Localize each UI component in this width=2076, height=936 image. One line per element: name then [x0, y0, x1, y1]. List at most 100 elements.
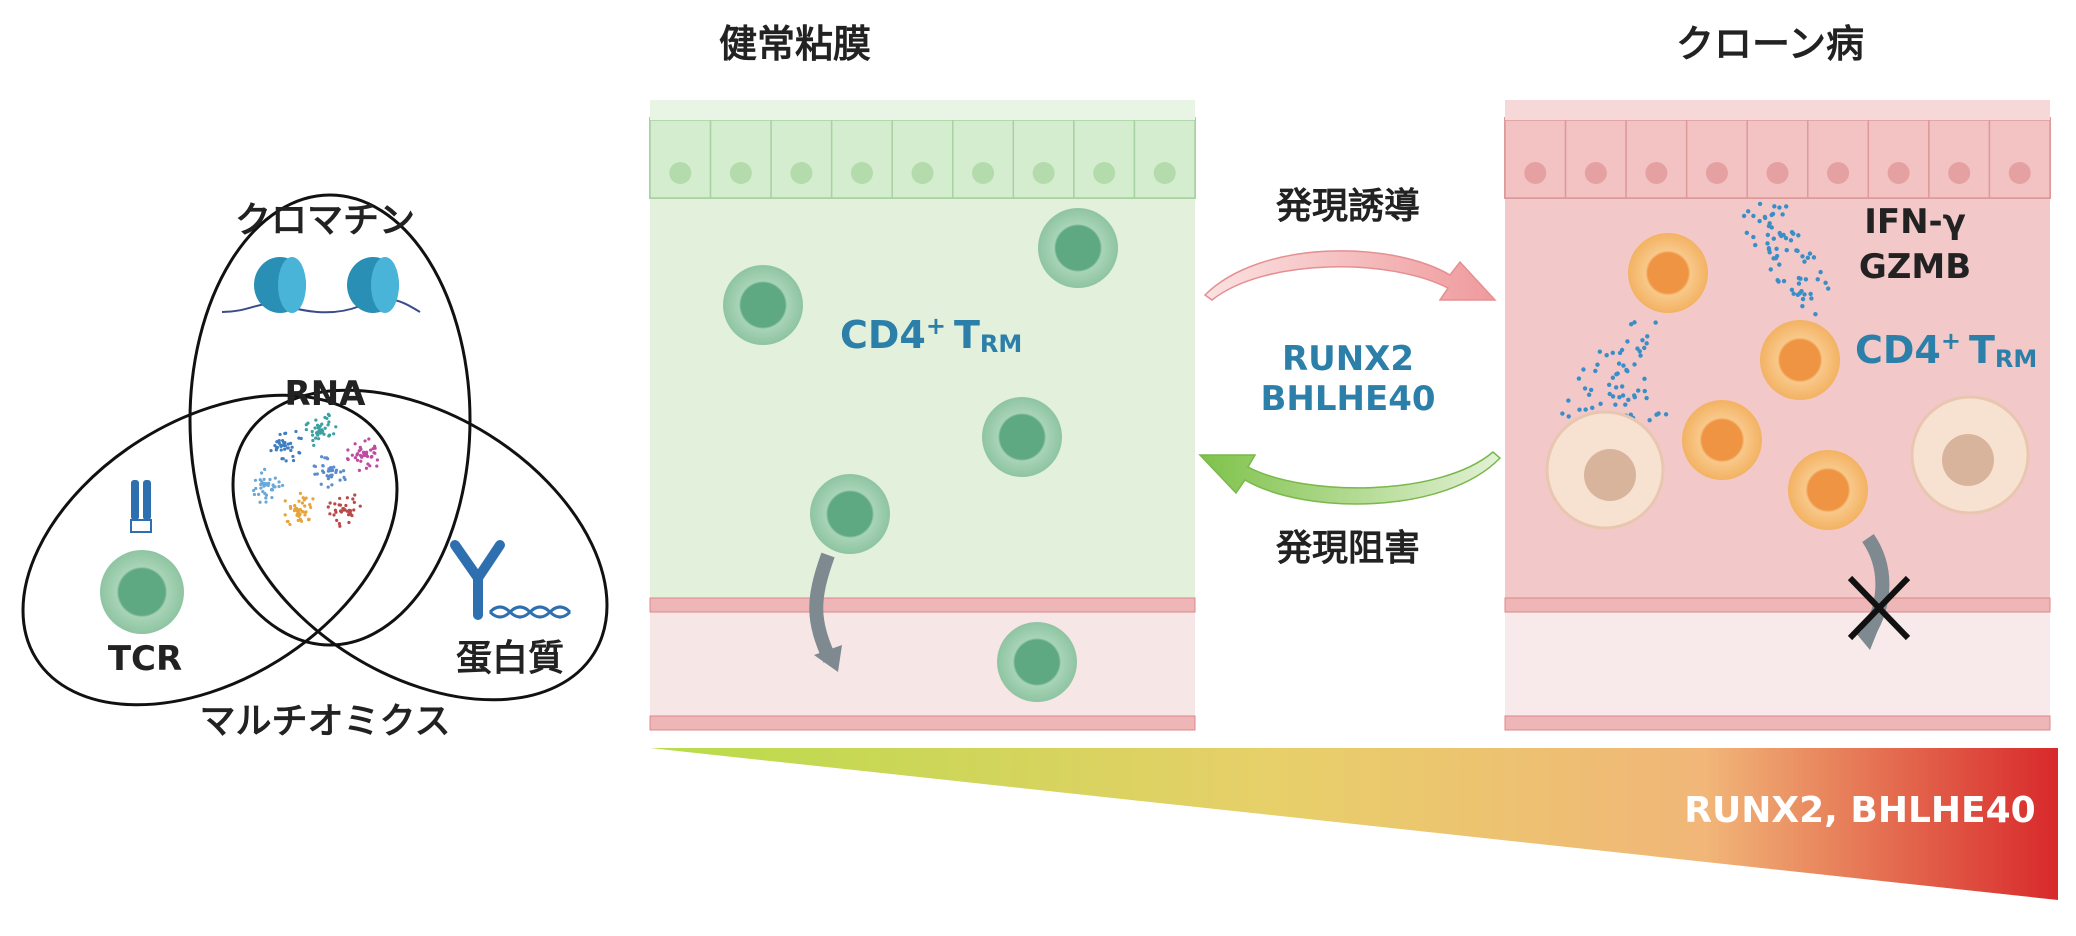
scatter-point — [254, 486, 258, 491]
cytokine-dot — [1663, 412, 1669, 417]
scatter-point — [326, 485, 330, 489]
scatter-point — [312, 464, 316, 468]
cytokine-dot — [1631, 393, 1637, 398]
cytokine-dot — [1766, 246, 1772, 251]
scatter-point — [289, 441, 293, 445]
crohn-trm-label: CD4+TRM — [1855, 327, 2037, 373]
scatter-point — [298, 517, 303, 521]
scatter-point — [266, 483, 270, 487]
scatter-point — [295, 513, 299, 517]
cytokine-dot — [1653, 320, 1658, 325]
cytokine-dot — [1783, 204, 1789, 209]
scatter-point — [314, 436, 318, 440]
cytokine-dot — [1791, 231, 1796, 236]
scatter-point — [322, 470, 326, 475]
scatter-point — [304, 510, 308, 514]
scatter-point — [334, 470, 338, 475]
scatter-point — [286, 519, 290, 524]
scatter-point — [363, 439, 367, 443]
scatter-point — [369, 448, 373, 452]
cytokine-dot — [1818, 269, 1823, 275]
scatter-point — [357, 449, 361, 453]
cytokine-dot — [1621, 363, 1626, 368]
scatter-point — [283, 513, 287, 517]
epithelial-cell — [1988, 119, 2051, 199]
cytokine-dot — [1610, 375, 1616, 380]
scatter-point — [316, 437, 321, 441]
cytokine-dot — [1796, 233, 1801, 238]
cytokine-dot — [1640, 337, 1645, 343]
scatter-point — [298, 491, 303, 495]
scatter-point — [304, 423, 308, 427]
cytokine-dot — [1753, 242, 1758, 248]
gene-bhlhe40-label: BHLHE40 — [1260, 379, 1435, 419]
blocked-arrowhead-icon — [1855, 630, 1878, 650]
cytokine-ifng-label: IFN-γ — [1864, 202, 1966, 242]
scatter-point — [259, 482, 263, 487]
epithelial-cell — [952, 119, 1015, 199]
scatter-point — [284, 459, 288, 463]
epithelial-nucleus — [1766, 162, 1789, 184]
scatter-point — [358, 504, 362, 508]
scatter-point — [347, 520, 351, 525]
scatter-point — [253, 478, 258, 482]
cytokine-dot — [1642, 345, 1647, 351]
scatter-point — [259, 486, 263, 490]
healthy-vessel — [650, 598, 1195, 730]
epithelial-cell — [1012, 119, 1075, 199]
scatter-point — [337, 521, 341, 526]
epithelial-nucleus — [1645, 162, 1668, 184]
cytokine-dot — [1647, 417, 1652, 423]
cytokine-dot — [1781, 232, 1786, 238]
epithelial-nucleus — [1948, 162, 1971, 184]
scatter-point — [270, 488, 275, 492]
cytokine-dot — [1794, 248, 1799, 253]
scatter-point — [365, 454, 370, 459]
nucleosome-icon — [221, 257, 421, 314]
protein-label: 蛋白質 — [456, 638, 564, 679]
scatter-point — [362, 450, 366, 454]
scatter-point — [328, 501, 332, 505]
scatter-point — [353, 493, 357, 497]
macrophage-icon — [1910, 395, 2030, 515]
cytokine-dot — [1800, 303, 1805, 309]
trm-cell-healthy — [997, 622, 1077, 702]
scatter-point — [268, 477, 272, 482]
epithelial-nucleus — [850, 162, 873, 184]
scatter-point — [339, 470, 343, 474]
cytokine-dot — [1776, 279, 1781, 284]
scatter-point — [283, 441, 287, 445]
trm-cell-healthy — [982, 397, 1062, 477]
scatter-point — [334, 425, 338, 429]
scatter-point — [345, 457, 350, 461]
scatter-point — [350, 453, 354, 457]
scatter-point — [320, 455, 324, 459]
cytokine-dot — [1597, 349, 1603, 354]
scatter-point — [281, 483, 285, 488]
healthy-epithelial-cells — [649, 119, 1196, 199]
scatter-point — [362, 453, 367, 457]
cytokine-dot — [1803, 277, 1809, 282]
cytokine-dot — [1566, 414, 1571, 419]
scatter-point — [344, 503, 348, 508]
cytokine-dot — [1767, 221, 1772, 226]
scatter-point — [291, 454, 295, 459]
cytokine-dot — [1774, 246, 1779, 251]
trm-cell-healthy — [810, 474, 890, 554]
cytokine-dot — [1604, 353, 1609, 358]
scatter-point — [291, 458, 296, 463]
venn-protein-ellipse — [231, 388, 609, 702]
epithelial-cell — [1625, 119, 1688, 199]
blocked-migration-arrow-icon — [1859, 534, 1890, 643]
scatter-point — [359, 459, 363, 463]
scatter-point — [273, 444, 277, 448]
scatter-point — [281, 443, 286, 448]
cytokine-dot — [1577, 407, 1582, 412]
scatter-point — [257, 492, 261, 496]
cytokine-dot — [1566, 398, 1571, 403]
crohn-disease-panel: クローン病 IFN-γ GZMB CD4+TRM — [1504, 22, 2051, 731]
scatter-point — [281, 438, 285, 443]
antibody-icon — [450, 540, 572, 620]
scrna-cluster-icon — [252, 412, 379, 528]
